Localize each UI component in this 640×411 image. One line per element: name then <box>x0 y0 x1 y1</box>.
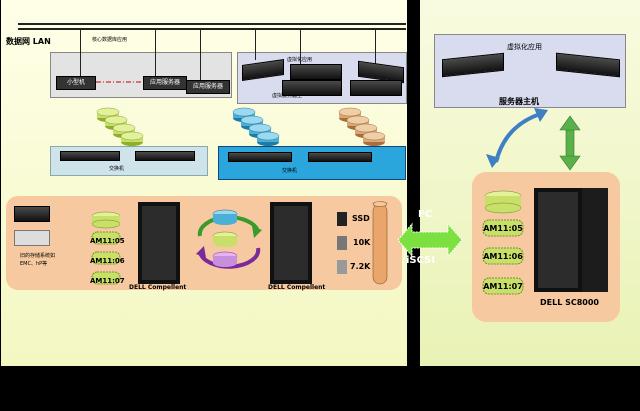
am-label-right-3: AM11:07 <box>483 282 523 291</box>
lan-bus-line-1 <box>18 23 406 25</box>
switch-left-label: 交换机 <box>109 166 125 172</box>
sc8000-label: DELL SC8000 <box>540 298 599 307</box>
drop-line <box>300 28 301 64</box>
lan-bus-line-2 <box>18 28 406 30</box>
tier-10k: 10K <box>353 238 371 247</box>
legacy-storage-icon <box>14 230 50 246</box>
app-server-box-2: 应用服务器 <box>186 80 230 94</box>
drop-line <box>255 28 256 60</box>
virtual-server-icon <box>282 80 342 96</box>
minicomputer-box: 小型机 <box>56 76 96 90</box>
drop-line <box>80 28 81 76</box>
core-db-label: 核心数据库应用 <box>92 37 128 43</box>
right-virtual-app-label: 虚拟化应用 <box>507 43 542 51</box>
am-label-left-3: AM11:07 <box>90 277 125 285</box>
storage-panel-left <box>6 196 402 290</box>
virtual-app-label: 虚拟化应用 <box>287 56 312 63</box>
switch-icon <box>228 152 292 162</box>
am-label-left-1: AM11:05 <box>90 237 125 245</box>
compellent-label-1: DELL Compellent <box>129 284 187 291</box>
am-label-right-1: AM11:05 <box>483 224 523 233</box>
virtual-host-label: 虚拟服务器主 <box>272 93 303 99</box>
am-label-left-2: AM11:06 <box>90 257 125 265</box>
switch-icon <box>308 152 372 162</box>
legacy-label-line1: 旧的存储系统如 <box>20 253 56 259</box>
fc-label: FC <box>418 209 433 220</box>
tier-ssd: SSD <box>352 214 370 223</box>
virtual-server-icon <box>290 64 342 80</box>
switch-right <box>218 146 406 180</box>
tier-7k: 7.2K <box>350 262 371 271</box>
legacy-label-line2: EMC、hP等 <box>20 261 48 267</box>
switch-right-label: 交换机 <box>282 168 298 174</box>
lan-title: 数据网 LAN <box>6 37 51 46</box>
drop-line <box>375 28 376 64</box>
drop-line <box>200 28 201 80</box>
drop-line <box>155 28 156 76</box>
switch-icon <box>135 151 195 161</box>
legacy-storage-icon <box>14 206 50 222</box>
iscsi-label: iSCSI <box>406 255 436 266</box>
server-host-label: 服务器主机 <box>499 97 539 106</box>
am-label-right-2: AM11:06 <box>483 252 523 261</box>
compellent-label-2: DELL Compellent <box>268 284 326 291</box>
virtual-server-icon <box>350 80 402 96</box>
switch-icon <box>60 151 120 161</box>
